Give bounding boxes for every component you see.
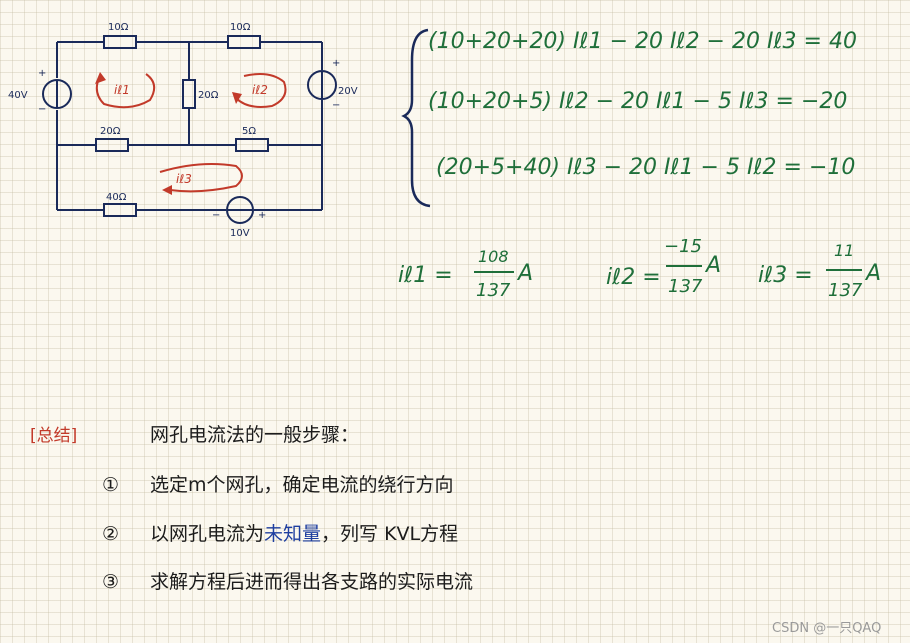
loop-arrows	[95, 72, 287, 195]
loop-arrow-1-head	[95, 72, 106, 84]
solution-1: iℓ1 = 108 137 A	[398, 247, 533, 301]
step-3-number: ③	[102, 571, 119, 593]
solution-2: iℓ2 = −15 137 A	[606, 236, 721, 297]
step-1-text: 选定m个网孔，确定电流的绕行方向	[150, 474, 454, 496]
loop-label-1: iℓ1	[114, 83, 130, 97]
solution-2-var: iℓ2 =	[606, 265, 661, 290]
resistor-bottom	[103, 203, 137, 217]
step-2-highlight: 未知量	[264, 523, 321, 545]
solution-3-var: iℓ3 =	[758, 263, 813, 288]
solution-1-var: iℓ1 =	[398, 263, 453, 288]
summary-heading: 网孔电流法的一般步骤：	[150, 424, 359, 446]
polarity-bottom-minus: −	[212, 210, 220, 221]
label-resistor-top-right: 10Ω	[230, 22, 251, 33]
step-3-text: 求解方程后进而得出各支路的实际电流	[150, 571, 473, 593]
step-1-number: ①	[102, 474, 119, 496]
step-2-text: 以网孔电流为未知量，列写 KVL方程	[150, 523, 458, 545]
polarity-left-plus: +	[38, 68, 46, 79]
step-2-text-post: ，列写 KVL方程	[321, 523, 458, 545]
polarity-right-plus: +	[332, 58, 340, 69]
solution-1-unit: A	[516, 261, 533, 286]
label-resistor-top-left: 10Ω	[108, 22, 129, 33]
polarity-bottom-plus: +	[258, 210, 266, 221]
resistor-top-left	[103, 35, 137, 49]
loop-arrow-2-head	[232, 92, 242, 104]
resistor-mid-left	[95, 138, 129, 152]
resistor-middle	[182, 79, 196, 109]
summary-tag: [总结]	[30, 426, 77, 446]
label-resistor-middle: 20Ω	[198, 90, 219, 101]
equation-brace	[401, 28, 431, 208]
watermark: CSDN @一只QAQ	[772, 621, 881, 636]
label-source-right: 20V	[338, 86, 358, 97]
solution-2-unit: A	[704, 253, 721, 278]
loop-arrow-3	[159, 163, 243, 193]
label-resistor-mid-left: 20Ω	[100, 126, 121, 137]
label-source-left: 40V	[8, 90, 28, 101]
circuit-diagram	[42, 35, 337, 224]
solution-3-num: 11	[834, 241, 854, 260]
label-resistor-bottom: 40Ω	[106, 192, 127, 203]
label-source-bottom: 10V	[230, 228, 250, 239]
label-resistor-mid-right: 5Ω	[242, 126, 256, 137]
loop-arrow-2	[235, 73, 287, 108]
loop-label-2: iℓ2	[252, 83, 268, 97]
solution-3-den: 137	[828, 280, 863, 301]
resistor-mid-right	[235, 138, 269, 152]
solution-2-num: −15	[664, 236, 702, 257]
loop-arrow-3-head	[162, 185, 172, 195]
equation-1: (10+20+20) Iℓ1 − 20 Iℓ2 − 20 Iℓ3 = 40	[428, 29, 857, 54]
loop-arrow-1	[95, 73, 156, 109]
equation-3: (20+5+40) Iℓ3 − 20 Iℓ1 − 5 Iℓ2 = −10	[436, 155, 855, 180]
step-2-number: ②	[102, 523, 119, 545]
solution-2-den: 137	[668, 276, 703, 297]
polarity-left-minus: −	[38, 104, 46, 115]
solution-3-unit: A	[864, 261, 881, 286]
equation-2: (10+20+5) Iℓ2 − 20 Iℓ1 − 5 Iℓ3 = −20	[428, 89, 847, 114]
polarity-right-minus: −	[332, 100, 340, 111]
loop-label-3: iℓ3	[176, 172, 192, 186]
solution-1-den: 137	[476, 280, 511, 301]
resistor-top-right	[227, 35, 261, 49]
solution-3: iℓ3 = 11 137 A	[758, 241, 881, 301]
solution-1-num: 108	[478, 247, 509, 266]
step-2-text-pre: 以网孔电流为	[150, 523, 264, 545]
